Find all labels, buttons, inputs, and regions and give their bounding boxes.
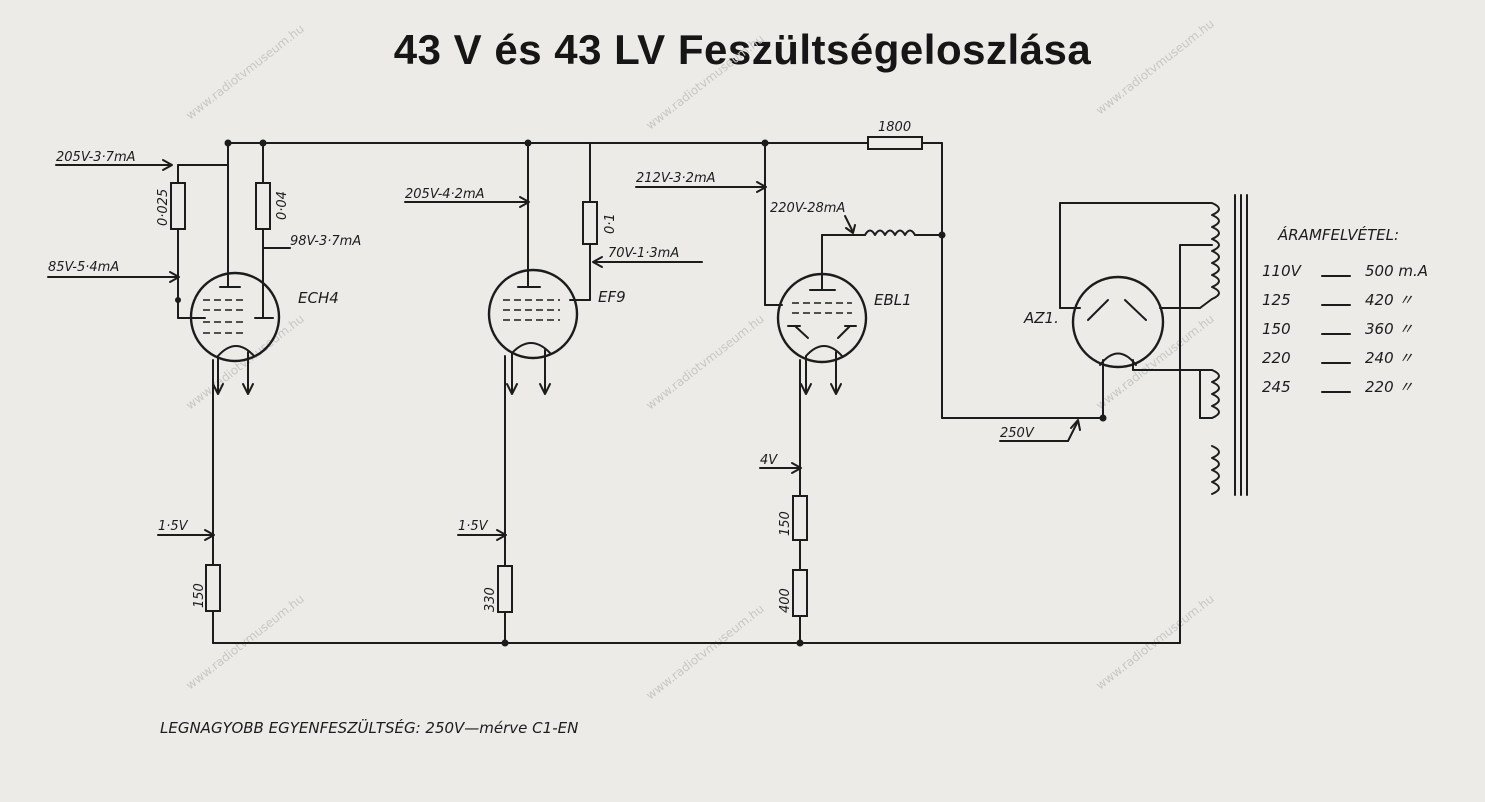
label-212v-3-2ma: 212V-3·2mA [636, 171, 716, 186]
label-250v: 250V [1000, 426, 1035, 441]
label-220v-28ma: 220V-28mA [770, 201, 845, 216]
table-row-current: 240 〃 [1365, 349, 1413, 367]
tube-az1 [1071, 275, 1165, 369]
table-row-voltage: 150 [1262, 320, 1291, 338]
resistor-1800-label: 1800 [878, 120, 911, 135]
label-205v-3-7ma: 205V-3·7mA [56, 150, 136, 165]
resistor-0025 [170, 182, 186, 230]
label-205v-4-2ma: 205V-4·2mA [405, 187, 485, 202]
current-table: ÁRAMFELVÉTEL: 110V 500 m.A 125 420 〃 150 360 … [1262, 225, 1428, 396]
label-4v: 4V [760, 453, 778, 468]
label-1-5v-ef9: 1·5V [458, 519, 489, 534]
tube-az1-label: AZ1. [1023, 309, 1059, 327]
resistor-1800 [867, 136, 923, 150]
watermarks: www.radiotvmuseum.hu www.radiotvmuseum.h… [183, 17, 1217, 703]
tube-ef9-label: EF9 [598, 288, 626, 306]
watermark-8: www.radiotvmuseum.hu [643, 602, 767, 703]
watermark-6: www.radiotvmuseum.hu [1093, 312, 1217, 413]
label-98v-3-7ma: 98V-3·7mA [290, 234, 361, 249]
resistor-330-label: 330 [483, 587, 498, 612]
footer-note: LEGNAGYOBB EGYENFESZÜLTSÉG: 250V—mérve C… [160, 718, 578, 737]
tube-ech4-label: ECH4 [298, 289, 339, 307]
resistor-01-label: 0·1 [603, 213, 618, 234]
resistor-400 [792, 569, 808, 617]
stage-ebl1: 150 400 EBL1 212V-3·2mA 220V-28mA 4V [635, 142, 943, 644]
watermark-5: www.radiotvmuseum.hu [643, 312, 767, 413]
resistor-330 [497, 565, 513, 613]
resistor-0025-label: 0·025 [156, 189, 171, 226]
table-row-voltage: 110V [1262, 262, 1303, 280]
table-row-voltage: 245 [1262, 378, 1291, 396]
resistor-01 [582, 201, 598, 245]
stage-ef9: 0·1 330 EF9 205V-4·2mA 70V-1·3mA 1·5V [404, 142, 703, 644]
table-row-voltage: 125 [1262, 291, 1291, 309]
tube-ech4 [189, 271, 281, 363]
resistor-150-ebl1 [792, 495, 808, 541]
table-row-current: 220 〃 [1365, 378, 1413, 396]
resistor-150-ech4-label: 150 [192, 583, 207, 608]
heater-winding [1211, 369, 1220, 419]
tube-ebl1-label: EBL1 [874, 291, 912, 309]
watermark-2: www.radiotvmuseum.hu [643, 32, 767, 133]
current-table-heading: ÁRAMFELVÉTEL: [1277, 225, 1399, 244]
table-row-current: 360 〃 [1365, 320, 1413, 338]
stage-ech4: 0·04 0·025 150 ECH4 [47, 142, 361, 644]
tube-ebl1 [776, 272, 868, 364]
resistor-004-label: 0·04 [275, 191, 290, 220]
label-85v-5-4ma: 85V-5·4mA [48, 260, 119, 275]
resistor-150-ebl1-label: 150 [778, 511, 793, 536]
table-row-voltage: 220 [1262, 349, 1291, 367]
watermark-3: www.radiotvmuseum.hu [1093, 17, 1217, 118]
stage-az1: AZ1. 250V [999, 194, 1248, 496]
aux-winding [1211, 445, 1220, 495]
label-70v-1-3ma: 70V-1·3mA [608, 246, 679, 261]
choke-coil [864, 229, 916, 236]
watermark-9: www.radiotvmuseum.hu [1093, 592, 1217, 693]
resistor-150-ech4 [205, 564, 221, 612]
resistor-400-label: 400 [778, 588, 793, 613]
table-row-current: 420 〃 [1365, 291, 1413, 309]
table-row-current: 500 m.A [1365, 262, 1428, 280]
resistor-004 [255, 182, 271, 230]
tube-ef9 [487, 268, 579, 360]
watermark-1: www.radiotvmuseum.hu [183, 22, 307, 123]
bplus-bus [227, 142, 1104, 419]
hv-secondary-winding [1202, 202, 1220, 300]
page-title: 43 V és 43 LV Feszültségeloszlása [393, 26, 1092, 73]
label-1-5v-ech4: 1·5V [158, 519, 189, 534]
watermark-4: www.radiotvmuseum.hu [183, 312, 307, 413]
